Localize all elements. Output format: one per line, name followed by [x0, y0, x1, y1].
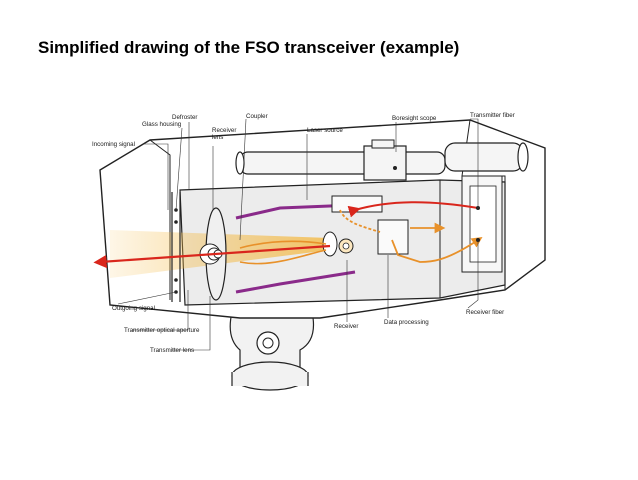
- label-receiver: Receiver: [334, 323, 358, 330]
- label-coupler: Coupler: [246, 113, 268, 120]
- mount-stand: [229, 311, 315, 391]
- label-outgoing-signal: Outgoing signal: [112, 305, 155, 312]
- diagram-labels: Defroster Glass housing Receiver lens Co…: [92, 112, 515, 354]
- label-data-processing: Data processing: [384, 319, 429, 326]
- label-transmitter-fiber: Transmitter fiber: [470, 112, 515, 119]
- label-defroster: Defroster: [172, 114, 197, 121]
- label-glass-housing: Glass housing: [142, 121, 182, 128]
- mirrors: [235, 203, 356, 294]
- receiver-module: [322, 195, 409, 257]
- label-boresight-scope: Boresight scope: [392, 115, 437, 122]
- leader-lines: [117, 118, 479, 351]
- label-transmitter-lens: Transmitter lens: [150, 347, 194, 354]
- label-receiver-fiber: Receiver fiber: [466, 309, 504, 316]
- glass-housing: [171, 192, 181, 302]
- label-transmitter-optical-aperture: Transmitter optical aperture: [124, 327, 200, 334]
- label-incoming-signal: Incoming signal: [92, 141, 135, 148]
- label-receiver-lens-line2: lens: [212, 134, 223, 141]
- boresight-scope: [235, 139, 529, 181]
- label-receiver-lens-line1: Receiver: [212, 127, 236, 134]
- slide-title: Simplified drawing of the FSO transceive…: [38, 38, 460, 57]
- label-laser-source: Laser source: [307, 127, 343, 134]
- label-receiver-lens: Receiver lens: [212, 127, 238, 141]
